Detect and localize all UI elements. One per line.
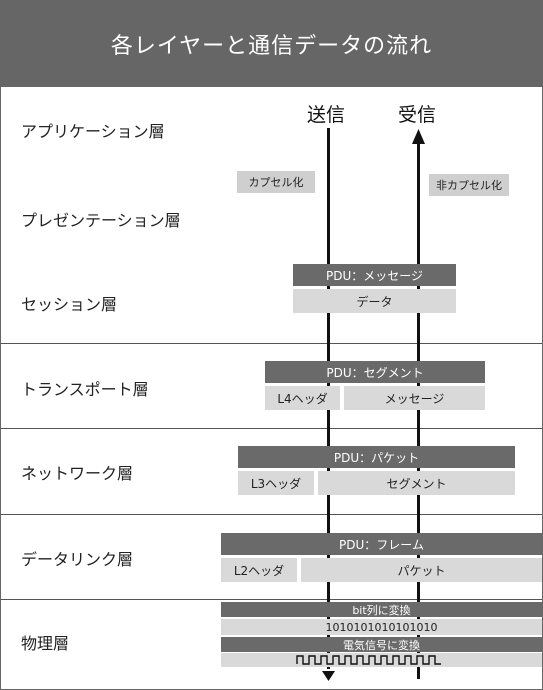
receive-flow-line — [417, 143, 420, 679]
network-pdu-bar: PDU：パケット — [238, 446, 515, 468]
decapsulate-tag: 非カプセル化 — [429, 174, 509, 196]
layer-label-transport: トランスポート層 — [21, 380, 149, 399]
layer-separator — [1, 428, 542, 429]
session-pdu-bar: PDU：メッセージ — [293, 264, 456, 286]
layer-separator — [1, 514, 542, 515]
transport-payload-cell: メッセージ — [344, 386, 485, 410]
network-header-cell: L3ヘッダ — [238, 471, 314, 495]
send-column-title: 送信 — [307, 104, 346, 126]
transport-header-cell: L4ヘッダ — [265, 386, 340, 410]
transport-pdu-bar: PDU：セグメント — [265, 361, 485, 383]
layer-label-session: セッション層 — [21, 295, 118, 314]
layer-label-physical: 物理層 — [21, 634, 70, 653]
layer-separator — [1, 343, 542, 344]
layer-label-network: ネットワーク層 — [21, 464, 134, 483]
send-down-arrow-icon — [322, 671, 335, 681]
receive-column-title: 受信 — [398, 104, 437, 126]
layer-label-presentation: プレゼンテーション層 — [21, 211, 181, 230]
layer-separator — [1, 599, 542, 600]
page-title: 各レイヤーと通信データの流れ — [1, 1, 542, 87]
bit-convert-bar: bit列に変換 — [221, 602, 542, 617]
network-payload-cell: セグメント — [318, 471, 515, 495]
signal-convert-bar: 電気信号に変換 — [221, 637, 542, 652]
bit-stream-cell: 1010101010101010 — [221, 619, 542, 635]
encapsulate-tag: カプセル化 — [237, 171, 315, 193]
datalink-payload-cell: パケット — [301, 558, 542, 582]
datalink-pdu-bar: PDU：フレーム — [221, 533, 542, 555]
datalink-header-cell: L2ヘッダ — [221, 558, 297, 582]
receive-up-arrow-icon — [412, 129, 425, 144]
layer-label-datalink: データリンク層 — [21, 550, 134, 569]
layer-label-application: アプリケーション層 — [21, 122, 165, 141]
session-data-cell: データ — [293, 289, 456, 313]
